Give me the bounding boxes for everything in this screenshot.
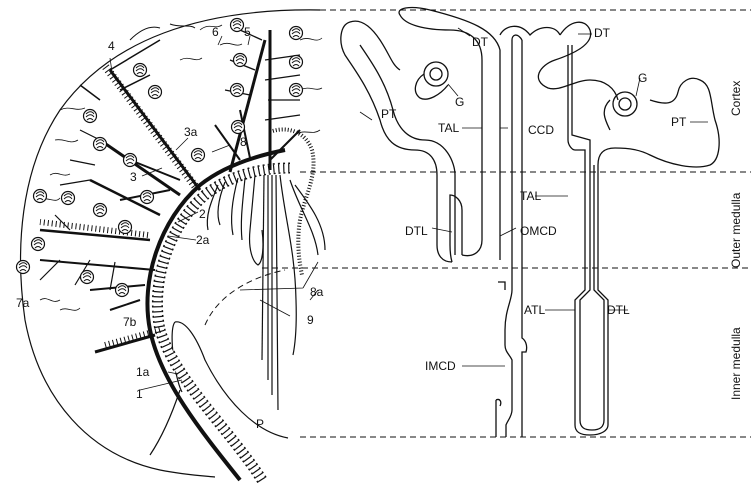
glomerulus xyxy=(139,189,155,205)
glomerulus xyxy=(79,269,95,285)
glomerulus xyxy=(60,190,76,206)
glomerulus xyxy=(288,25,304,41)
label-g-left: G xyxy=(455,95,464,109)
glomerulus xyxy=(122,152,138,168)
glomerulus xyxy=(147,84,163,100)
label-9: 9 xyxy=(307,313,314,327)
glomerulus xyxy=(117,219,133,235)
label-2a: 2a xyxy=(196,233,210,247)
label-1: 1 xyxy=(136,387,143,401)
label-dt-right: DT xyxy=(594,26,611,40)
nephron-left xyxy=(340,6,501,263)
arcuate-artery-thick xyxy=(145,148,286,482)
label-omcd: OMCD xyxy=(520,224,557,238)
nephron-labels: DT DT G G PT PT TAL CCD TAL DTL OMCD ATL… xyxy=(381,26,687,373)
arteriole-twigs xyxy=(39,24,323,311)
label-8: 8 xyxy=(240,135,247,149)
label-6: 6 xyxy=(212,25,219,39)
glomerulus xyxy=(30,236,46,252)
glomerulus xyxy=(92,202,108,218)
label-ccd: CCD xyxy=(528,123,554,137)
zone-label-outer-medulla: Outer medulla xyxy=(729,192,743,268)
label-imcd: IMCD xyxy=(425,359,456,373)
label-dtl-left: DTL xyxy=(405,224,428,238)
label-7b: 7b xyxy=(123,315,137,329)
label-dt-left: DT xyxy=(472,35,489,49)
papilla-dashed-arc xyxy=(204,269,286,326)
label-pt-left: PT xyxy=(381,107,397,121)
label-2: 2 xyxy=(199,207,206,221)
label-tal-outer: TAL xyxy=(520,189,541,203)
glomerulus xyxy=(32,188,48,204)
label-pt-right: PT xyxy=(671,115,687,129)
zone-label-inner-medulla: Inner medulla xyxy=(729,327,743,400)
glomerulus xyxy=(114,282,130,298)
vessel-labels: 1 1a 2 2a 3 3a 4 5 6 7a 7b 8 8a 9 P xyxy=(16,25,324,431)
glomerulus xyxy=(230,119,246,135)
label-tal-cortex: TAL xyxy=(438,121,459,135)
nephron-right xyxy=(537,21,720,436)
glomerulus xyxy=(190,147,206,163)
zone-label-cortex: Cortex xyxy=(729,81,743,116)
label-p: P xyxy=(256,417,264,431)
label-3: 3 xyxy=(130,170,137,184)
glomerulus xyxy=(132,62,148,78)
label-8a: 8a xyxy=(310,285,324,299)
glomerulus xyxy=(82,108,98,124)
label-3a: 3a xyxy=(184,125,198,139)
label-4: 4 xyxy=(108,39,115,53)
glomerulus xyxy=(288,54,304,70)
glomerulus xyxy=(288,82,304,98)
zone-labels: Cortex Outer medulla Inner medulla xyxy=(729,81,743,400)
glomerulus xyxy=(15,259,31,275)
label-atl: ATL xyxy=(524,303,545,317)
glomerulus xyxy=(232,52,248,68)
label-g-right: G xyxy=(638,71,647,85)
label-7a: 7a xyxy=(16,296,30,310)
leader-lines xyxy=(109,27,708,391)
glomerulus xyxy=(92,136,108,152)
label-dtl-right: DTL xyxy=(607,303,630,317)
label-5: 5 xyxy=(244,25,251,39)
glomerulus xyxy=(229,17,245,33)
glomerulus xyxy=(229,82,245,98)
label-1a: 1a xyxy=(136,365,150,379)
interlobular-vessels xyxy=(39,23,301,311)
collecting-duct xyxy=(495,25,561,437)
